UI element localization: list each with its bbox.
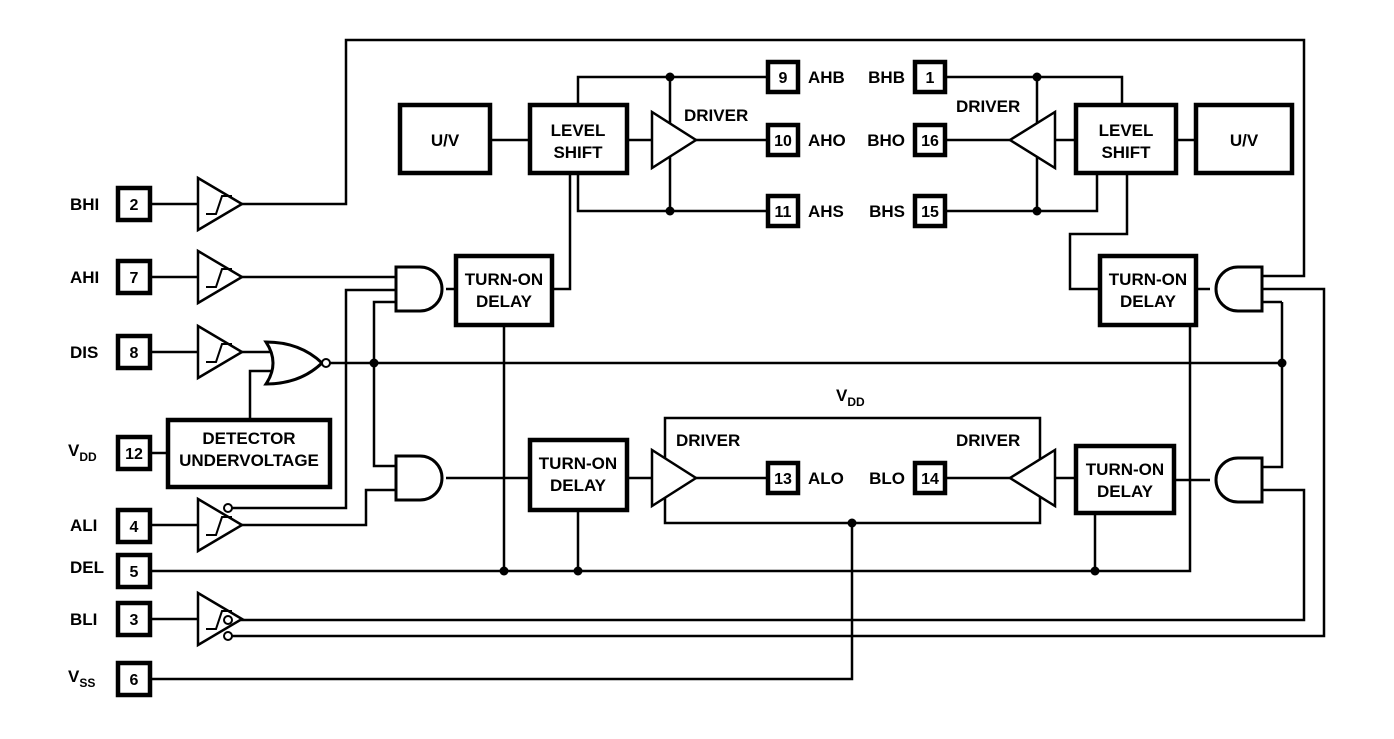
pin-name-ali: ALI xyxy=(70,516,97,535)
uv-label-a: U/V xyxy=(431,131,460,150)
pin-name-blo: BLO xyxy=(869,469,905,488)
logic-gates xyxy=(263,265,1264,504)
turn-on-label-2: DELAY xyxy=(550,476,607,495)
pin-num-ahb: 9 xyxy=(779,70,788,87)
pin-num-blo: 14 xyxy=(921,471,939,488)
turn-on-delay-block xyxy=(453,253,555,328)
driver-al-icon xyxy=(650,447,699,509)
pin-num-bhb: 1 xyxy=(926,70,935,87)
blocks xyxy=(165,102,1295,516)
pin-num-alo: 13 xyxy=(774,471,792,488)
pin-num-dis: 8 xyxy=(130,345,139,362)
a-side-pin-labels: 9 AHB 10 AHO 11 AHS 13 ALO xyxy=(774,68,846,488)
driver-label-ah: DRIVER xyxy=(684,106,748,125)
wiring xyxy=(150,38,1326,681)
block-labels: U/V U/V LEVEL SHIFT LEVEL SHIFT DRIVER D… xyxy=(179,97,1259,501)
turn-on-delay-block xyxy=(1073,443,1177,516)
pin-name-vss: VSS xyxy=(68,667,95,690)
or-gate-icon xyxy=(263,340,325,386)
pin-num-vdd: 12 xyxy=(125,446,143,463)
level-shift-block-b xyxy=(1073,102,1179,176)
ali-buffer-icon xyxy=(196,496,245,554)
pin-num-bhs: 15 xyxy=(921,204,939,221)
turn-on-label-1: TURN-ON xyxy=(1086,460,1164,479)
pin-name-del: DEL xyxy=(70,558,104,577)
pin-name-bhi: BHI xyxy=(70,195,99,214)
pin-name-bhb: BHB xyxy=(868,68,905,87)
pin-num-bho: 16 xyxy=(921,133,939,150)
pin-num-ali: 4 xyxy=(130,519,139,536)
and-gate-icon xyxy=(1214,456,1264,504)
pin-name-bli: BLI xyxy=(70,610,97,629)
level-shift-label-a-2: SHIFT xyxy=(553,143,603,162)
detector-block xyxy=(165,417,333,490)
pin-name-alo: ALO xyxy=(808,469,844,488)
level-shift-label-b-1: LEVEL xyxy=(1099,121,1154,140)
pin-name-aho: AHO xyxy=(808,131,846,150)
driver-bl-icon xyxy=(1007,447,1057,509)
detector-label-2: UNDERVOLTAGE xyxy=(179,451,319,470)
pin-name-dis: DIS xyxy=(70,343,98,362)
driver-label-al: DRIVER xyxy=(676,431,740,450)
pin-squares xyxy=(115,59,948,698)
level-shift-label-a-1: LEVEL xyxy=(551,121,606,140)
bhi-buffer-icon xyxy=(196,175,245,233)
turn-on-label-2: DELAY xyxy=(476,292,533,311)
turn-on-delay-block xyxy=(1097,253,1199,328)
b-side-pin-labels: BHB 1 BHO 16 BHS 15 BLO 14 xyxy=(867,68,939,488)
uv-block-b xyxy=(1193,102,1295,176)
driver-ah-icon xyxy=(650,109,699,171)
pin-name-bhs: BHS xyxy=(869,202,905,221)
ahi-buffer-icon xyxy=(196,248,245,306)
driver-label-bl: DRIVER xyxy=(956,431,1020,450)
detector-label-1: DETECTOR xyxy=(202,429,295,448)
turn-on-label-2: DELAY xyxy=(1097,482,1154,501)
uv-block-a xyxy=(397,102,493,176)
vdd-label: VDD xyxy=(836,386,865,409)
driver-bh-icon xyxy=(1007,109,1057,171)
turn-on-delay-block xyxy=(527,437,630,513)
pin-name-vdd: VDD xyxy=(68,441,97,464)
pin-num-del: 5 xyxy=(130,564,139,581)
bli-buffer-icon xyxy=(196,590,245,648)
level-shift-label-b-2: SHIFT xyxy=(1101,143,1151,162)
uv-label-b: U/V xyxy=(1230,131,1259,150)
schmitt-buffers xyxy=(196,175,245,648)
and-gate-icon xyxy=(394,454,444,502)
left-pin-labels: BHI 2 AHI 7 DIS 8 VDD 12 ALI 4 DEL 5 BLI… xyxy=(68,195,143,690)
pin-num-vss: 6 xyxy=(130,672,139,689)
pin-name-ahs: AHS xyxy=(808,202,844,221)
turn-on-label-1: TURN-ON xyxy=(1109,270,1187,289)
pin-name-ahi: AHI xyxy=(70,268,99,287)
pin-num-bhi: 2 xyxy=(130,197,139,214)
drivers xyxy=(650,109,1057,509)
turn-on-label-1: TURN-ON xyxy=(539,454,617,473)
driver-label-bh: DRIVER xyxy=(956,97,1020,116)
junction-dots xyxy=(369,72,1287,576)
pin-num-bli: 3 xyxy=(130,612,139,629)
pin-name-ahb: AHB xyxy=(808,68,845,87)
pin-num-ahi: 7 xyxy=(130,270,139,287)
pin-name-bho: BHO xyxy=(867,131,905,150)
turn-on-label-1: TURN-ON xyxy=(465,270,543,289)
pin-num-aho: 10 xyxy=(774,133,792,150)
and-gate-icon xyxy=(1214,265,1264,313)
level-shift-block-a xyxy=(527,102,630,176)
turn-on-label-2: DELAY xyxy=(1120,292,1177,311)
pin-num-ahs: 11 xyxy=(775,204,792,221)
and-gate-icon xyxy=(394,265,444,313)
dis-buffer-icon xyxy=(196,323,245,381)
